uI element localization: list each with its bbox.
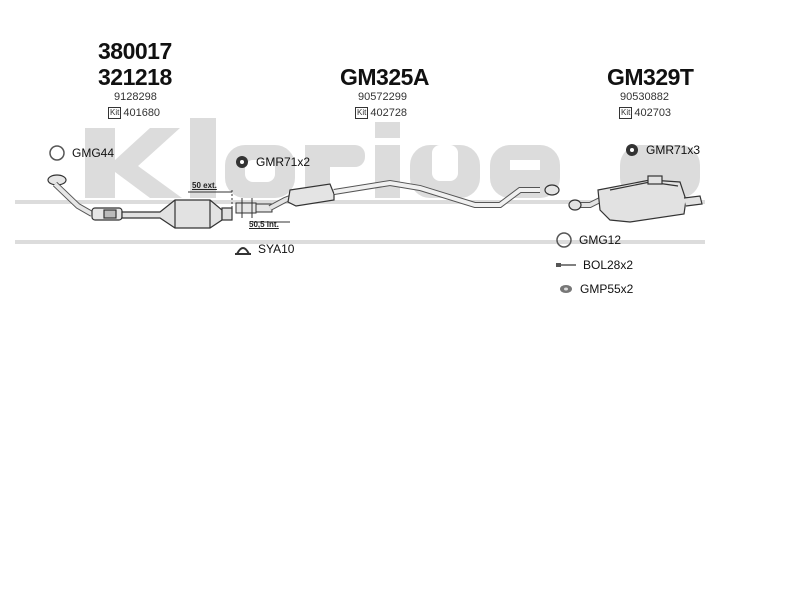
accessory-gmr71x2: GMR71x2 — [234, 154, 310, 170]
oe-number: 90530882 — [620, 91, 669, 103]
accessory-label: GMG12 — [579, 233, 622, 247]
accessory-gmr71x3: GMR71x3 — [624, 142, 700, 158]
catalytic-converter — [121, 199, 233, 229]
accessory-label: GMP55x2 — [580, 282, 634, 296]
dimension-int: 50,5 int. — [249, 220, 279, 229]
kit-icon: Kit — [619, 107, 633, 119]
gasket-ring-icon — [49, 145, 65, 161]
part-code-321218: 321218 — [98, 64, 172, 90]
accessory-label: SYA10 — [258, 242, 295, 256]
oe-number: 9128298 — [114, 91, 157, 103]
part-code-gm325a: GM325A — [340, 64, 430, 90]
kit-icon: Kit — [355, 107, 369, 119]
kit-number: 401680 — [123, 107, 161, 119]
accessory-bol28x2: BOL28x2 — [555, 258, 633, 272]
dimension-ext: 50 ext. — [192, 181, 217, 190]
centre-silencer — [268, 179, 560, 211]
accessory-gmg44: GMG44 — [48, 144, 114, 162]
accessory-gmg12: GMG12 — [555, 231, 621, 249]
nut-icon — [560, 285, 572, 293]
clamp-icon — [235, 247, 251, 255]
kit-reference: Kit 401680 — [108, 107, 160, 119]
part-code-380017: 380017 — [98, 38, 172, 64]
kit-number: 402728 — [370, 107, 408, 119]
rear-silencer — [568, 175, 703, 223]
rubber-mount-icon — [236, 156, 248, 168]
bolt-icon — [556, 263, 576, 267]
kit-reference: Kit 402703 — [619, 107, 671, 119]
accessory-label: BOL28x2 — [583, 258, 634, 272]
accessory-gmp55x2: GMP55x2 — [558, 282, 633, 296]
accessory-label: GMR71x3 — [646, 143, 701, 157]
accessory-label: GMG44 — [72, 146, 115, 160]
oe-number: 90572299 — [358, 91, 407, 103]
kit-number: 402703 — [634, 107, 672, 119]
gasket-ring-icon — [556, 232, 572, 248]
rubber-mount-icon — [626, 144, 638, 156]
accessory-sya10: SYA10 — [234, 241, 294, 257]
front-downpipe — [47, 174, 123, 221]
accessory-label: GMR71x2 — [256, 155, 311, 169]
part-code-gm329t: GM329T — [607, 64, 694, 90]
kit-icon: Kit — [108, 107, 122, 119]
kit-reference: Kit 402728 — [355, 107, 407, 119]
